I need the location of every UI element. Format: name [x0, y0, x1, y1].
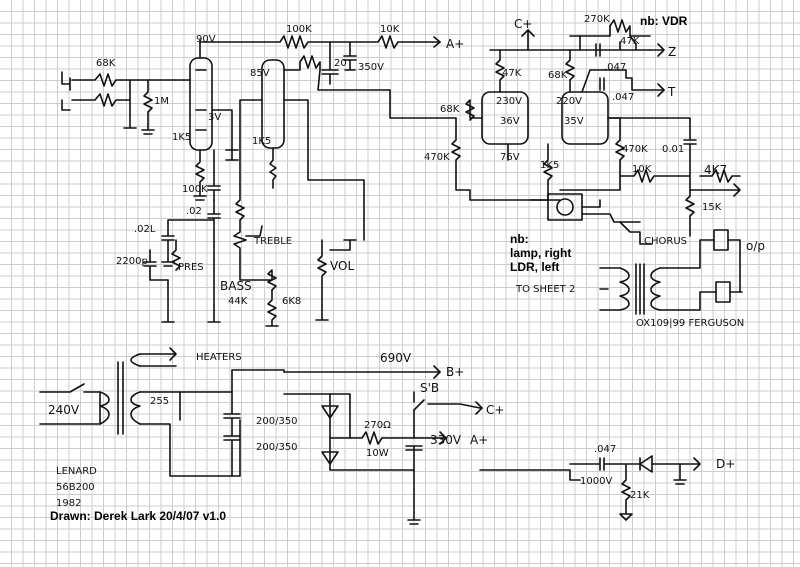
label-r-21k: 21K — [630, 490, 650, 501]
vdr-note: nb: VDR — [640, 14, 688, 28]
label-w-10: 10W — [366, 448, 389, 459]
label-rail-c-bot: C+ — [486, 403, 504, 417]
label-r-44k: 44K — [228, 296, 248, 307]
wire-to-phase-splitter — [389, 89, 561, 201]
label-heaters: HEATERS — [196, 352, 242, 363]
label-r-10k: 10K — [380, 24, 400, 35]
label-model: 56B200 — [56, 482, 95, 493]
label-v-76: 76V — [500, 152, 520, 163]
label-v-3: 3V — [208, 112, 221, 123]
lamp-ldr-unit — [529, 193, 653, 245]
label-v-220: 220V — [556, 96, 582, 107]
second-valve — [239, 55, 391, 241]
label-r-68k-c: 68K — [440, 104, 460, 115]
label-r-4k7: 4K7 — [704, 163, 727, 177]
label-r-1k5: 1K5 — [172, 132, 191, 143]
c-plus-rail — [489, 19, 665, 57]
label-r-68k: 68K — [96, 58, 116, 69]
label-cap-001: 0.01 — [662, 144, 684, 155]
label-cap-2200p: 2200p — [116, 256, 148, 267]
label-maker: LENARD — [56, 466, 97, 477]
tone-stack — [143, 149, 279, 327]
top-rail — [199, 35, 441, 85]
label-r-68k-b: 68K — [548, 70, 568, 81]
label-v-330: 330V — [430, 433, 462, 447]
label-r-100k-mid: 100K — [182, 184, 208, 195]
label-rail-b: B+ — [446, 365, 464, 379]
label-v-85: 85V — [250, 68, 270, 79]
label-v-1000: 1000V — [580, 476, 612, 487]
label-r-470k-a: 470K — [424, 152, 450, 163]
label-rail-a-top: A+ — [446, 37, 464, 51]
label-r-15k: 15K — [702, 202, 722, 213]
label-bass: BASS — [220, 279, 252, 293]
label-t-out: T — [667, 85, 676, 99]
label-chorus-switch: CHORUS — [644, 236, 687, 247]
label-rail-c-top: C+ — [514, 17, 532, 31]
label-sec-255: 255 — [150, 396, 169, 407]
label-v-36-a: 36V — [500, 116, 520, 127]
phase-splitter-valves — [465, 49, 665, 201]
output-network — [607, 117, 741, 237]
label-cap-200-350-b: 200/350 — [256, 442, 298, 453]
label-v-230: 230V — [496, 96, 522, 107]
label-year: 1982 — [56, 498, 81, 509]
label-r-100k-top: 100K — [286, 24, 312, 35]
label-v-90: 90V — [196, 34, 216, 45]
label-v-350: 350V — [358, 62, 384, 73]
component-labels: 68K 1M 1K5 90V 3V 100K 10K A+ 85V 20 350… — [48, 14, 765, 509]
label-vol: VOL — [330, 259, 354, 273]
hv-supply — [179, 365, 483, 525]
lamp-note-line-1: lamp, right — [510, 246, 572, 260]
label-r-1m: 1M — [154, 96, 169, 107]
label-rail-d: D+ — [716, 457, 735, 471]
label-op: o/p — [746, 239, 765, 253]
label-treble: TREBLE — [253, 236, 292, 247]
label-r-270: 270Ω — [364, 420, 391, 431]
label-r-6k8: 6K8 — [282, 296, 301, 307]
volume-pot — [315, 239, 357, 321]
label-r-47k-b: 47K — [620, 36, 640, 47]
label-cap-047-b: .047 — [612, 92, 634, 103]
label-r-10k-b: 10K — [632, 164, 652, 175]
label-switch-sb: S'B — [420, 381, 439, 395]
label-sheet-ref: TO SHEET 2 — [515, 284, 575, 295]
label-cap-047-a: .047 — [604, 62, 626, 73]
label-r-1k5-c: 1K5 — [252, 136, 271, 147]
output-transformer — [599, 229, 743, 315]
label-trafo-ref: OX109|99 FERGUSON — [636, 318, 744, 329]
label-cap-047-c: .047 — [594, 444, 616, 455]
label-r-47k: 47K — [502, 68, 522, 79]
label-z-out: Z — [668, 45, 676, 59]
label-pres: PRES — [178, 262, 204, 273]
label-cap-02-a: .02 — [186, 206, 202, 217]
label-cap-02-b: .02L — [134, 224, 156, 235]
label-v-240: 240V — [48, 403, 80, 417]
d-plus-supply — [479, 455, 701, 521]
label-r-470k-b: 470K — [622, 144, 648, 155]
lamp-note-title: nb: — [510, 232, 529, 246]
label-rail-a-bot: A+ — [470, 433, 488, 447]
lamp-note-line-2: LDR, left — [510, 260, 560, 274]
label-r-1k5-b: 1K5 — [540, 160, 559, 171]
label-v-690: 690V — [380, 351, 412, 365]
label-cap-200-350-a: 200/350 — [256, 416, 298, 427]
label-v-36-b: 35V — [564, 116, 584, 127]
input-section — [61, 71, 176, 135]
first-valve — [174, 39, 239, 201]
drawn-by-note: Drawn: Derek Lark 20/4/07 v1.0 — [50, 509, 227, 523]
label-r-270k: 270K — [584, 14, 610, 25]
label-cap-20: 20 — [334, 58, 347, 69]
